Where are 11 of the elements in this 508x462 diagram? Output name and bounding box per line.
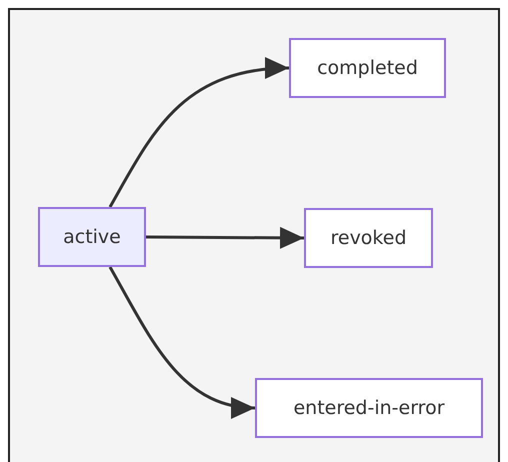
- state-label: entered-in-error: [293, 397, 445, 419]
- arrow: [108, 58, 290, 208]
- state-box: [304, 208, 433, 268]
- state-label: completed: [317, 57, 418, 79]
- state-box: [38, 207, 146, 267]
- state-label: active: [63, 226, 121, 248]
- state-label: revoked: [330, 227, 407, 249]
- arrow: [146, 226, 304, 249]
- state-box: [255, 378, 483, 438]
- arrow: [108, 266, 256, 418]
- state-box: [289, 38, 446, 98]
